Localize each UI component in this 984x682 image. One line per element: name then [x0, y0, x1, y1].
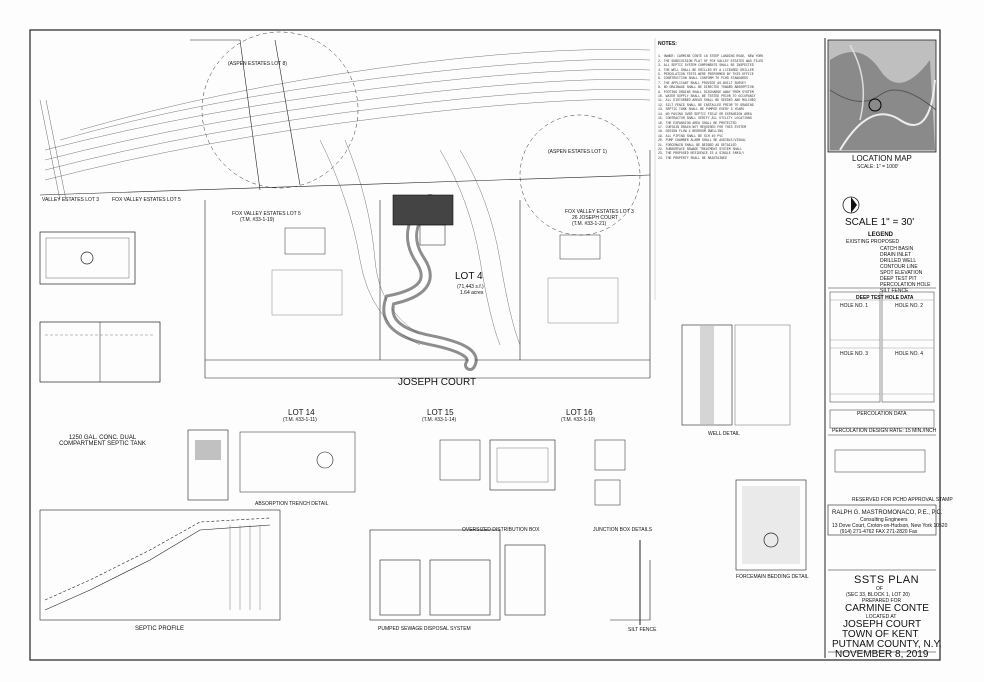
pumped-caption: PUMPED SEWAGE DISPOSAL SYSTEM: [378, 626, 471, 632]
fox-valley-lot: FOX VALLEY ESTATES LOT 5: [112, 197, 181, 203]
fox-lot5-tm: (T.M. #33-1-19): [240, 217, 275, 223]
county-name: PUTNAM COUNTY, N.Y.: [832, 639, 942, 650]
hole-label: HOLE NO. 1: [840, 303, 869, 309]
hole-label: HOLE NO. 2: [895, 303, 924, 309]
fox-lot5: FOX VALLEY ESTATES LOT 5: [232, 211, 301, 217]
lot16-tm: (T.M. #33-1-10): [561, 417, 596, 423]
engineer-phone: (914) 271-4762 FAX 271-2820 Fax: [840, 529, 918, 535]
perc-title: PERCOLATION DATA: [857, 411, 907, 417]
aspen-lot8: (ASPEN ESTATES LOT 8): [228, 61, 287, 67]
located-at: LOCATED AT: [866, 614, 897, 620]
distbox-caption: OVERSIZED DISTRIBUTION BOX: [462, 527, 540, 533]
legend-item: CONTOUR LINE: [880, 264, 918, 270]
lot4-area: (71,443 s.f.): [457, 284, 484, 290]
septic-tank-caption: 1250 GAL. CONC. DUAL COMPARTMENT SEPTIC …: [59, 435, 146, 447]
legend-item: CATCH BASIN: [880, 246, 914, 252]
forcemain-caption: FORCEMAIN BEDDING DETAIL: [736, 574, 809, 580]
legend-item: DEEP TEST PIT: [880, 276, 917, 282]
lot14-label: LOT 14: [288, 408, 315, 417]
fox-lot3-tm: (T.M. #33-1-21): [572, 221, 607, 227]
lot16-label: LOT 16: [566, 408, 593, 417]
lot4-acres: 1.64 acres: [460, 290, 484, 296]
sec-block-lot: (SEC 33, BLOCK 1, LOT 20): [846, 592, 910, 598]
hole-label: HOLE NO. 4: [895, 351, 924, 357]
legend-item: PERCOLATION HOLE: [880, 282, 931, 288]
lot14-tm: (T.M. #33-1-11): [283, 417, 317, 423]
drawing-scale: SCALE 1" = 30': [845, 217, 915, 228]
legend-item: DRILLED WELL: [880, 258, 917, 264]
perc-design-rate: PERCOLATION DESIGN RATE: 15 MIN./INCH: [832, 428, 937, 434]
plan-of: OF: [876, 586, 883, 592]
notes-title: NOTES:: [658, 41, 677, 47]
legend-item: SILT FENCE: [880, 288, 909, 294]
plan-date: NOVEMBER 8, 2019: [835, 649, 929, 660]
silt-fence-caption: SILT FENCE: [628, 627, 657, 633]
road-label: JOSEPH COURT: [398, 377, 477, 388]
fox-lot3-owner: 26 JOSEPH COURT: [572, 215, 619, 221]
junction-caption: JUNCTION BOX DETAILS: [593, 527, 653, 533]
prepared-for: PREPARED FOR: [862, 598, 902, 604]
legend-item: DRAIN INLET: [880, 252, 912, 258]
aspen-lot1: (ASPEN ESTATES LOT 1): [548, 149, 607, 155]
well-caption: WELL DETAIL: [708, 431, 740, 437]
lot4-label: LOT 4: [455, 271, 483, 282]
legend-item: SPOT ELEVATION: [880, 270, 923, 276]
engineer-sub: Consulting Engineers: [860, 517, 908, 523]
plan-title: SSTS PLAN: [854, 574, 920, 586]
absorption-caption: ABSORPTION TRENCH DETAIL: [255, 501, 329, 507]
engineer-address: 13 Dove Court, Croton-on-Hudson, New Yor…: [832, 523, 948, 529]
deep-test-title: DEEP TEST HOLE DATA: [856, 295, 914, 301]
owner-name: CARMINE CONTE: [845, 603, 929, 614]
legend-subtitle: EXISTING PROPOSED: [846, 239, 900, 245]
street-name: JOSEPH COURT: [843, 619, 922, 630]
notes-text: 1. OWNER: CARMINE CONTE 16 STEEP LANDING…: [658, 54, 764, 160]
engineer-name: RALPH G. MASTROMONACO, P.E., P.C.: [832, 510, 943, 516]
location-map-scale: SCALE: 1" = 1000': [857, 164, 899, 170]
lot15-label: LOT 15: [427, 408, 454, 417]
location-map-label: LOCATION MAP: [852, 154, 912, 163]
legend-title: LEGEND: [868, 232, 894, 238]
stamp-note: RESERVED FOR PCHD APPROVAL STAMP: [852, 497, 953, 503]
lot15-tm: (T.M. #33-1-14): [422, 417, 457, 423]
valley-lot: VALLEY ESTATES LOT 3: [42, 197, 100, 203]
town-name: TOWN OF KENT: [842, 629, 919, 640]
septic-profile-caption: SEPTIC PROFILE: [135, 626, 185, 632]
fox-lot3: FOX VALLEY ESTATES LOT 3: [565, 209, 634, 215]
hole-label: HOLE NO. 3: [840, 351, 869, 357]
